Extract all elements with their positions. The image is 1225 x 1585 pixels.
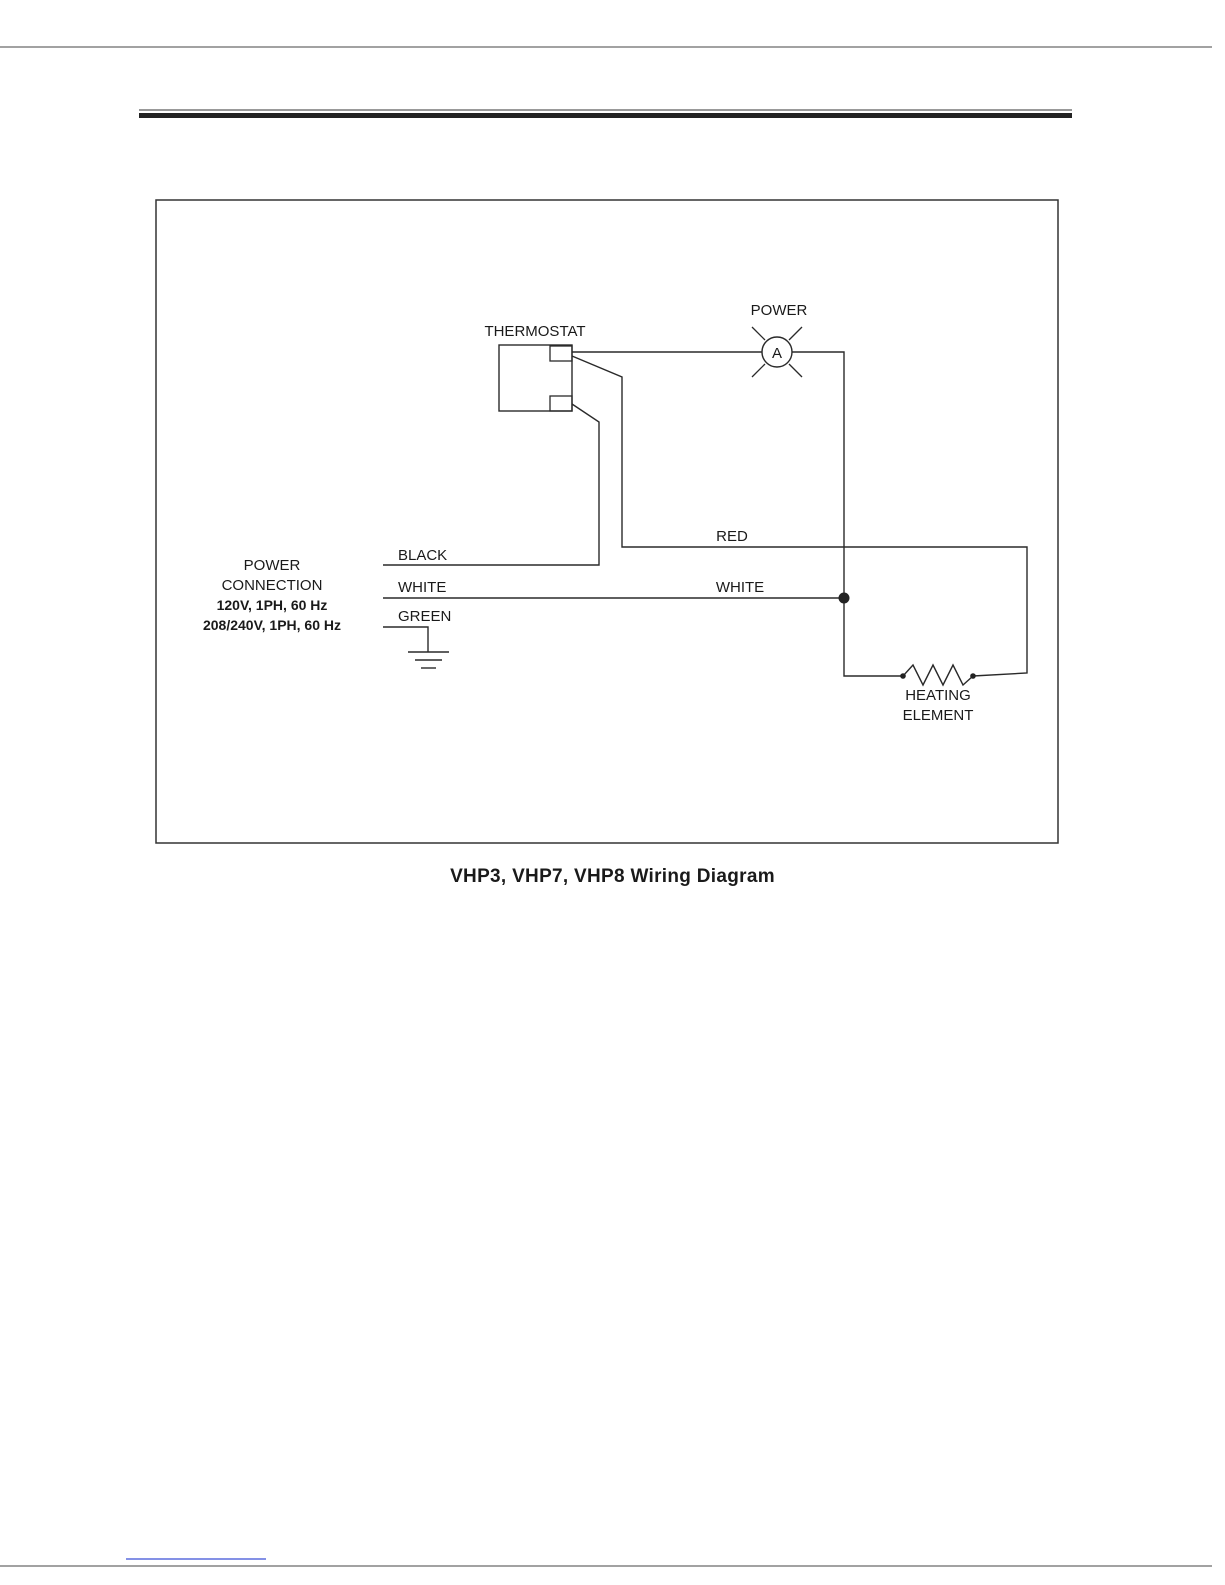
power-connection-title-line2: CONNECTION [222, 577, 323, 594]
wire-label-red: RED [716, 528, 748, 545]
power-light-label: POWER [751, 302, 808, 319]
diagram-caption: VHP3, VHP7, VHP8 Wiring Diagram [0, 866, 1225, 888]
wire-label-black: BLACK [398, 547, 447, 564]
thermostat-upper-terminal [550, 346, 572, 361]
heating-element-label-line2: ELEMENT [903, 707, 974, 724]
header-bar-thick [139, 113, 1072, 118]
wire-red [572, 356, 1027, 676]
thermostat-lower-terminal [550, 396, 572, 411]
voltage-rating-1: 120V, 1PH, 60 Hz [217, 597, 328, 613]
wire-green [383, 627, 428, 652]
wire-power-light-to-junction [792, 352, 844, 598]
thermostat-symbol [499, 345, 572, 411]
diagram-frame [156, 200, 1058, 843]
heating-element-symbol [900, 665, 976, 685]
power-connection-title-line1: POWER [244, 557, 301, 574]
ground-symbol [408, 652, 449, 668]
wire-junction-to-element [844, 598, 903, 676]
wire-junction-dot [839, 593, 850, 604]
wire-label-green: GREEN [398, 608, 451, 625]
wire-black [383, 404, 599, 565]
wire-label-white-out: WHITE [716, 579, 764, 596]
indicator-letter: A [772, 345, 782, 362]
voltage-rating-2: 208/240V, 1PH, 60 Hz [203, 617, 341, 633]
wire-label-white-in: WHITE [398, 579, 446, 596]
thermostat-label: THERMOSTAT [484, 323, 585, 340]
heating-element-label-line1: HEATING [905, 687, 971, 704]
